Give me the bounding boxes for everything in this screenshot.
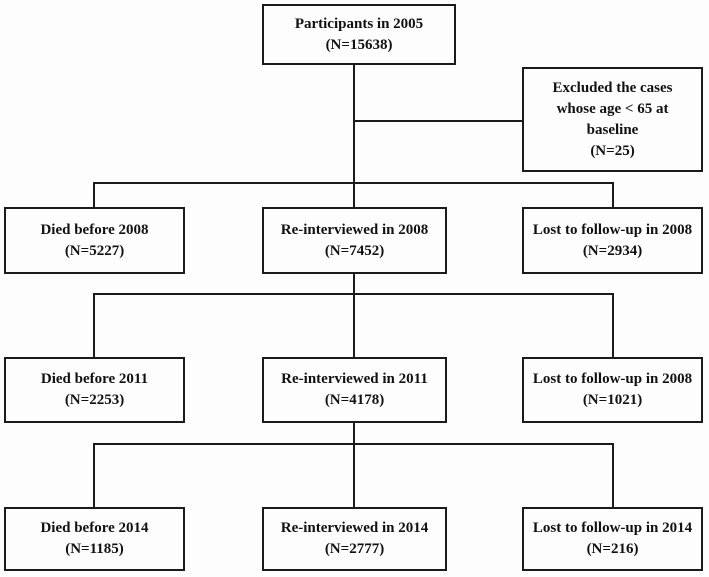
box-title: Lost to follow-up in 2014 bbox=[532, 520, 693, 536]
box-died-2008: Died before 2008 (N=5227) bbox=[4, 207, 185, 274]
distribution-line-2008 bbox=[93, 182, 614, 184]
box-count: (N=4178) bbox=[324, 392, 385, 408]
box-title: Participants in 2005 bbox=[294, 15, 424, 32]
box-title: Re-interviewed in 2008 bbox=[280, 221, 429, 238]
box-lost-2014: Lost to follow-up in 2014 (N=216) bbox=[522, 507, 703, 571]
drop-lost-2014 bbox=[612, 443, 614, 509]
box-participants-2005: Participants in 2005 (N=15638) bbox=[262, 4, 456, 65]
drop-lost-2008 bbox=[612, 182, 614, 209]
box-count: (N=7452) bbox=[324, 242, 385, 259]
box-line: baseline bbox=[586, 121, 639, 138]
box-title: Died before 2008 bbox=[40, 221, 149, 238]
box-reinterviewed-2011: Re-interviewed in 2011 (N=4178) bbox=[262, 357, 447, 423]
box-title: Lost to follow-up in 2008 bbox=[532, 371, 693, 387]
box-count: (N=2777) bbox=[324, 541, 385, 557]
box-count: (N=5227) bbox=[64, 242, 125, 259]
box-count: (N=1021) bbox=[582, 392, 643, 408]
connector-2008-to-2011 bbox=[353, 274, 355, 359]
box-died-2011: Died before 2011 (N=2253) bbox=[4, 357, 185, 423]
connector-to-excluded bbox=[353, 120, 524, 122]
box-lost-2008: Lost to follow-up in 2008 (N=2934) bbox=[522, 207, 703, 274]
drop-died-2011 bbox=[93, 293, 95, 359]
box-died-2014: Died before 2014 (N=1185) bbox=[4, 507, 185, 571]
connector-participants-to-2008 bbox=[353, 64, 355, 209]
box-count: (N=15638) bbox=[325, 36, 393, 53]
distribution-line-2014 bbox=[93, 443, 614, 445]
box-line: whose age < 65 at bbox=[556, 100, 669, 117]
box-title: Re-interviewed in 2011 bbox=[281, 371, 428, 387]
box-reinterviewed-2008: Re-interviewed in 2008 (N=7452) bbox=[262, 207, 447, 274]
box-title: Lost to follow-up in 2008 bbox=[532, 221, 693, 238]
box-title: Re-interviewed in 2014 bbox=[280, 520, 429, 536]
box-count: (N=25) bbox=[590, 142, 635, 159]
box-line: Excluded the cases bbox=[552, 79, 673, 96]
box-count: (N=2934) bbox=[582, 242, 643, 259]
drop-died-2014 bbox=[93, 443, 95, 509]
distribution-line-2011 bbox=[93, 293, 614, 295]
box-title: Died before 2014 bbox=[40, 520, 149, 536]
box-count: (N=216) bbox=[586, 541, 639, 557]
box-count: (N=2253) bbox=[64, 392, 125, 408]
box-title: Died before 2011 bbox=[40, 371, 149, 387]
connector-2011-to-2014 bbox=[353, 423, 355, 509]
drop-died-2008 bbox=[93, 182, 95, 209]
drop-lost-2011 bbox=[612, 293, 614, 359]
box-lost-2011: Lost to follow-up in 2008 (N=1021) bbox=[522, 357, 703, 423]
box-excluded: Excluded the cases whose age < 65 at bas… bbox=[522, 67, 703, 172]
box-count: (N=1185) bbox=[65, 541, 124, 557]
box-reinterviewed-2014: Re-interviewed in 2014 (N=2777) bbox=[262, 507, 447, 571]
